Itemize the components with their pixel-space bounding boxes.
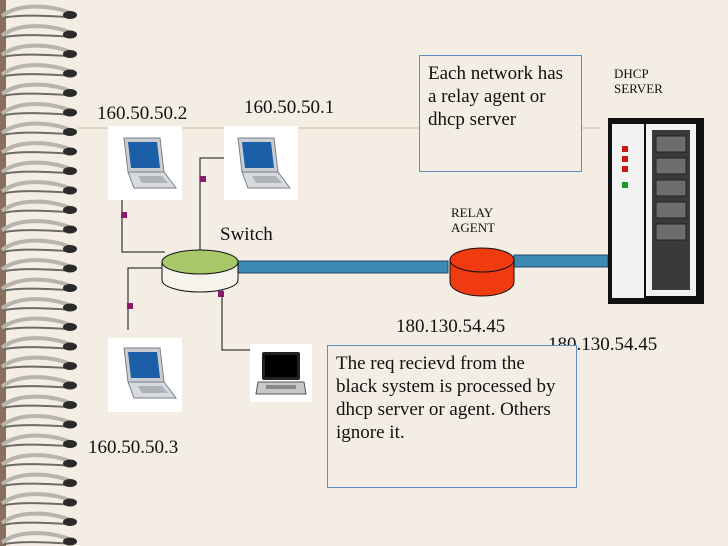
- relay-agent-label: RELAY AGENT: [451, 205, 496, 235]
- spiral-ring: [0, 199, 77, 214]
- wire-laptop-bottom-left: [127, 267, 168, 330]
- wire-laptop-black: [221, 285, 258, 351]
- spiral-ring: [0, 141, 77, 156]
- ip-label-relay-agent: 180.130.54.45: [396, 316, 506, 337]
- server-tower-icon: [608, 118, 704, 304]
- spiral-ring: [0, 180, 77, 195]
- spiral-ring: [0, 258, 77, 273]
- wire-endpoint: [218, 291, 224, 297]
- wire-laptop-top-left: [121, 185, 165, 253]
- wire-endpoint: [121, 212, 127, 218]
- dhcp-server-label: DHCP SERVER: [614, 66, 663, 96]
- spiral-ring: [0, 316, 77, 331]
- spiral-ring: [0, 472, 77, 487]
- spiral-ring: [0, 531, 77, 546]
- callout-bottom: The req recievd from the black system is…: [327, 345, 577, 488]
- spiral-ring: [0, 4, 77, 19]
- spiral-ring: [0, 238, 77, 253]
- notebook-spiral-binding: [0, 0, 77, 546]
- spiral-ring: [0, 219, 77, 234]
- link-switch-to-relay: [235, 260, 449, 274]
- ip-label-laptop-bottom-left: 160.50.50.3: [88, 437, 179, 458]
- link-relay-to-server: [513, 254, 609, 268]
- callout-top: Each network has a relay agent or dhcp s…: [419, 55, 582, 172]
- spiral-ring: [0, 160, 77, 175]
- wire-laptop-top-mid: [199, 157, 228, 252]
- laptop-icon: [237, 137, 291, 189]
- spiral-ring: [0, 63, 77, 78]
- spiral-ring: [0, 297, 77, 312]
- spiral-ring: [0, 492, 77, 507]
- spiral-ring: [0, 511, 77, 526]
- spiral-ring: [0, 414, 77, 429]
- spiral-ring: [0, 277, 77, 292]
- spiral-ring: [0, 355, 77, 370]
- spiral-ring: [0, 82, 77, 97]
- wires: [121, 157, 258, 351]
- laptop-icon: [123, 347, 177, 399]
- wire-endpoint: [200, 176, 206, 182]
- spiral-ring: [0, 24, 77, 39]
- spiral-ring: [0, 43, 77, 58]
- laptop-icon: [123, 137, 177, 189]
- spiral-ring: [0, 394, 77, 409]
- spiral-ring: [0, 336, 77, 351]
- switch-label: Switch: [220, 224, 273, 245]
- spiral-ring: [0, 375, 77, 390]
- wire-endpoint: [127, 303, 133, 309]
- switch-device: [161, 249, 239, 293]
- ip-label-laptop-top-left: 160.50.50.2: [97, 103, 188, 124]
- relay-agent-device: [449, 247, 515, 297]
- spiral-ring: [0, 453, 77, 468]
- spiral-ring: [0, 433, 77, 448]
- spiral-ring: [0, 121, 77, 136]
- spiral-ring: [0, 102, 77, 117]
- ip-label-laptop-top-mid: 160.50.50.1: [244, 97, 335, 118]
- black-laptop-icon: [255, 352, 307, 395]
